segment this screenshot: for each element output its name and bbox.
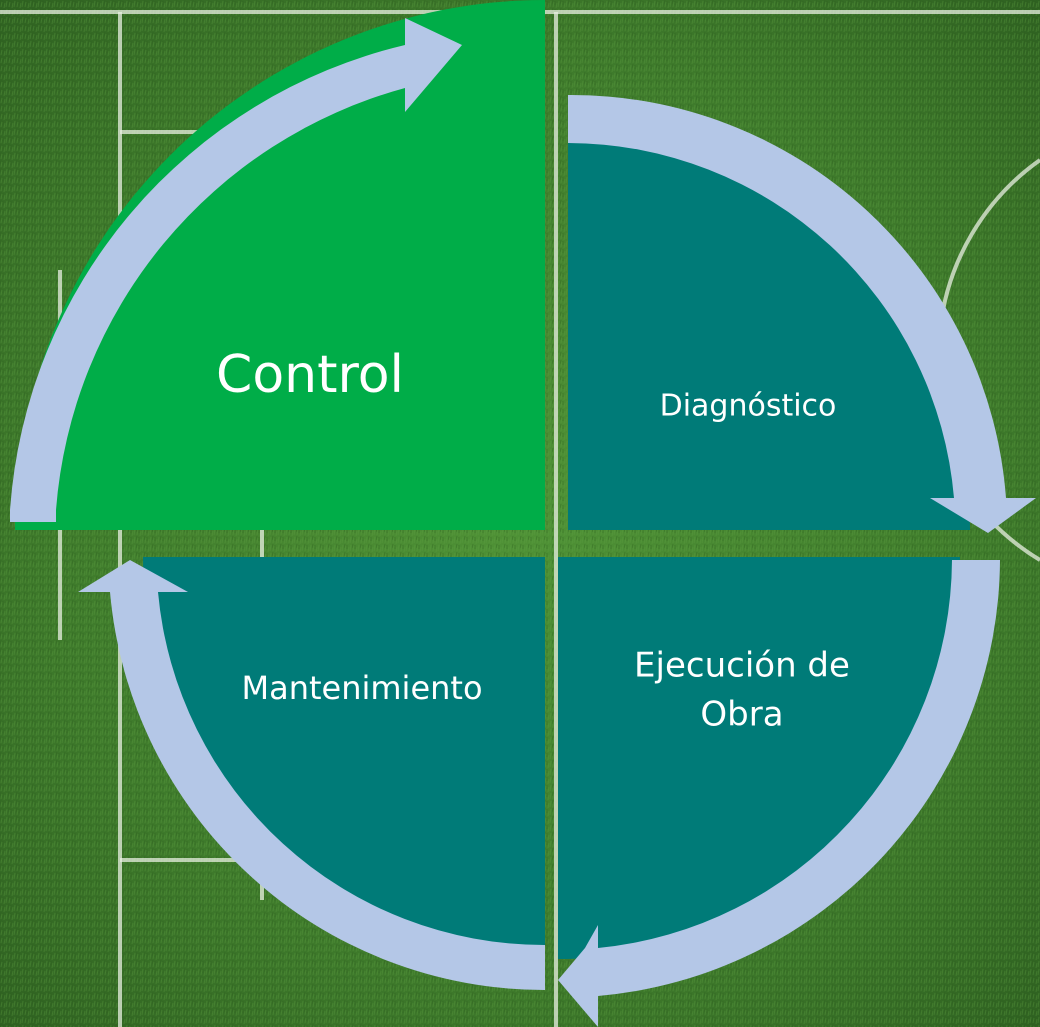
quadrant-ejecucion <box>558 557 960 959</box>
label-ejecucion-line1: Ejecución de <box>634 646 850 686</box>
cycle-arrows <box>10 18 1036 1027</box>
label-ejecucion-line2: Obra <box>700 695 783 735</box>
quadrant-diagnostico <box>568 128 970 530</box>
quadrant-control <box>15 0 545 530</box>
label-diagnostico: Diagnóstico <box>660 389 837 424</box>
arrow-to-mantenimiento <box>78 560 545 991</box>
arrow-to-diagnostico <box>568 94 1036 533</box>
arrow-to-control <box>10 18 462 522</box>
arrow-to-ejecucion <box>558 560 1000 1027</box>
label-control: Control <box>216 345 404 405</box>
field-line-center-arc-top <box>938 158 1040 331</box>
label-mantenimiento: Mantenimiento <box>241 669 482 707</box>
quadrant-mantenimiento <box>143 557 545 959</box>
